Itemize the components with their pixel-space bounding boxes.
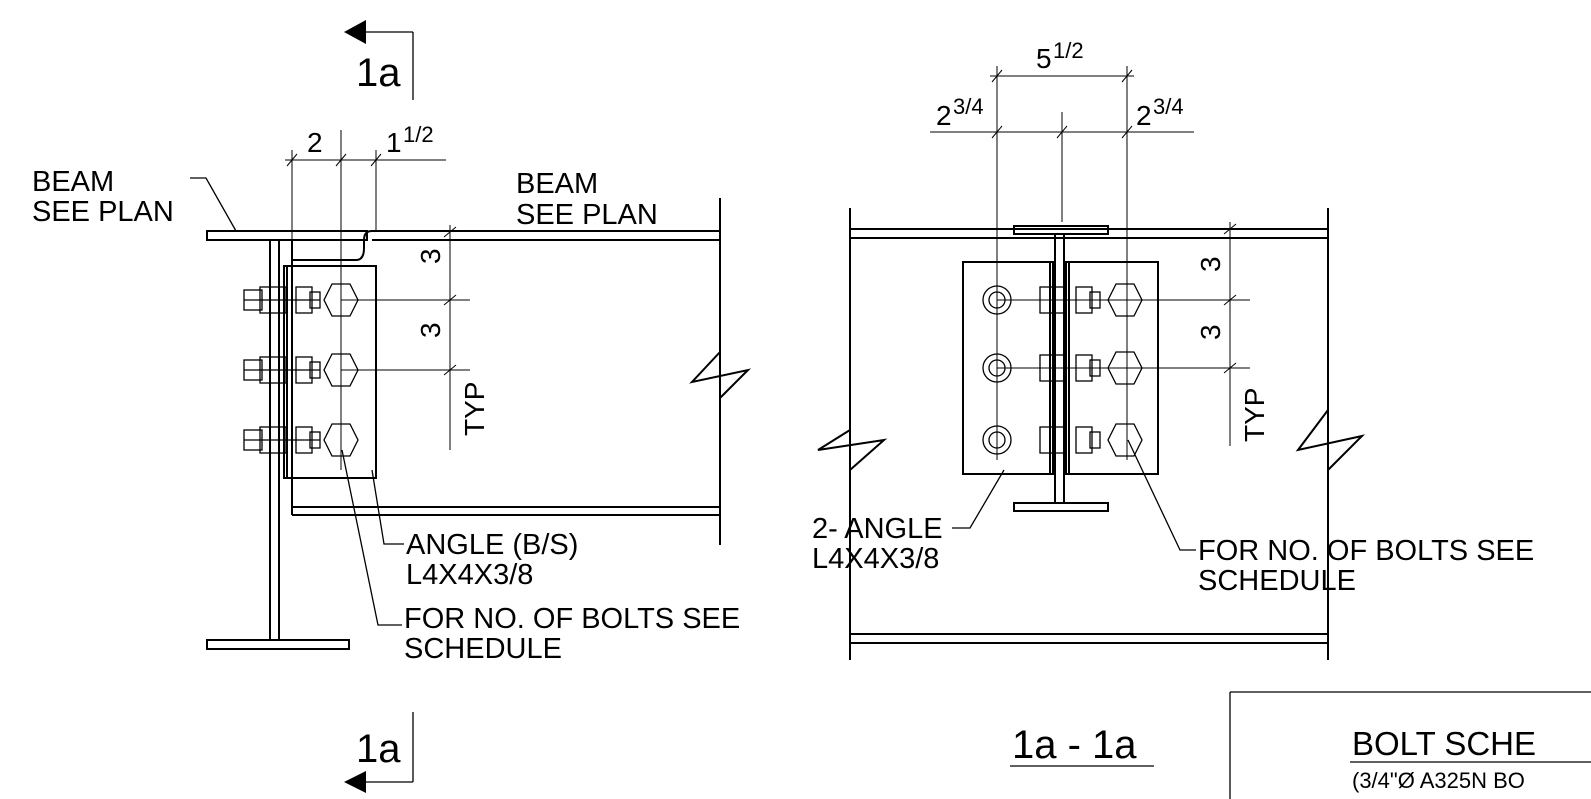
bolt-schedule-subtitle: (3/4"Ø A325N BO <box>1352 768 1525 793</box>
beam-label-2-line-2: SEE PLAN <box>516 199 658 231</box>
section-bolts-label-line-2: SCHEDULE <box>1198 565 1356 597</box>
left-elevation-view: 1a <box>32 20 752 793</box>
section-view: 5 1/2 2 3/4 2 3/4 3 3 TYP 2- ANGLE L4X4X… <box>812 38 1534 767</box>
section-bolt-row-3 <box>1039 423 1143 457</box>
bolt-schedule: BOLT SCHE (3/4"Ø A325N BO <box>1229 691 1591 799</box>
bolt-row-1 <box>243 283 359 317</box>
bolt-row-3 <box>243 423 359 457</box>
dim-2-3q-left-fraction: 3/4 <box>953 94 984 119</box>
dim-typ-label: TYP <box>459 382 490 436</box>
section-angle-label-line-2: L4X4X3/8 <box>812 543 939 575</box>
angle-label-line-1: ANGLE (B/S) <box>406 529 578 561</box>
bolts-label-line-1: FOR NO. OF BOLTS SEE <box>404 603 740 635</box>
angle-plate <box>283 265 377 479</box>
dim-5-half-fraction: 1/2 <box>1053 38 1084 63</box>
beam-flanges <box>291 198 752 545</box>
dim-2-3q-right-label: 2 <box>1136 100 1152 131</box>
dim-top-2-3q: 2 3/4 2 3/4 <box>930 94 1194 139</box>
bolt-row-2 <box>243 353 359 387</box>
dim-1-half-fraction: 1/2 <box>403 122 434 147</box>
section-angle-label-line-1: 2- ANGLE <box>812 513 943 545</box>
section-marker-bottom-label: 1a <box>356 727 401 771</box>
dim-top-chain: 2 1 1/2 <box>285 122 446 167</box>
beam-label-2-line-1: BEAM <box>516 168 598 200</box>
section-title: 1a - 1a <box>1012 723 1137 767</box>
angle-label-line-2: L4X4X3/8 <box>406 559 533 591</box>
hex-nut-icon <box>323 423 359 457</box>
section-dim-3-lower-label: 3 <box>1195 324 1226 340</box>
dim-2-label: 2 <box>307 127 323 158</box>
section-marker-top: 1a <box>344 20 414 100</box>
dim-3-lower-label: 3 <box>415 322 446 338</box>
dim-2-3q-right-fraction: 3/4 <box>1153 94 1184 119</box>
dim-top-5-half: 5 1/2 <box>990 38 1134 83</box>
section-bolts-label-line-1: FOR NO. OF BOLTS SEE <box>1198 535 1534 567</box>
hex-nut-icon <box>323 353 359 387</box>
bolts-label-line-2: SCHEDULE <box>404 633 562 665</box>
dim-2-3q-left-label: 2 <box>936 100 952 131</box>
beam-label-1-line-1: BEAM <box>32 166 114 198</box>
dim-vertical-chain: 3 3 TYP <box>415 225 490 450</box>
section-arrow-icon <box>344 20 366 44</box>
section-dim-vertical-chain: 3 3 TYP <box>1195 222 1270 446</box>
section-marker-bottom: 1a <box>344 712 414 793</box>
dim-1-half-label: 1 <box>386 127 402 158</box>
section-marker-top-label: 1a <box>356 51 401 95</box>
dim-3-upper-label: 3 <box>415 248 446 264</box>
section-arrow-icon <box>344 771 366 793</box>
dim-5-half-label: 5 <box>1036 43 1052 74</box>
hex-nut-icon <box>323 283 359 317</box>
beam-label-1-line-2: SEE PLAN <box>32 196 174 228</box>
hex-nut-icon <box>1107 423 1143 457</box>
section-dim-3-upper-label: 3 <box>1195 256 1226 272</box>
section-dim-typ-label: TYP <box>1239 388 1270 442</box>
bolt-schedule-title: BOLT SCHE <box>1352 725 1536 762</box>
